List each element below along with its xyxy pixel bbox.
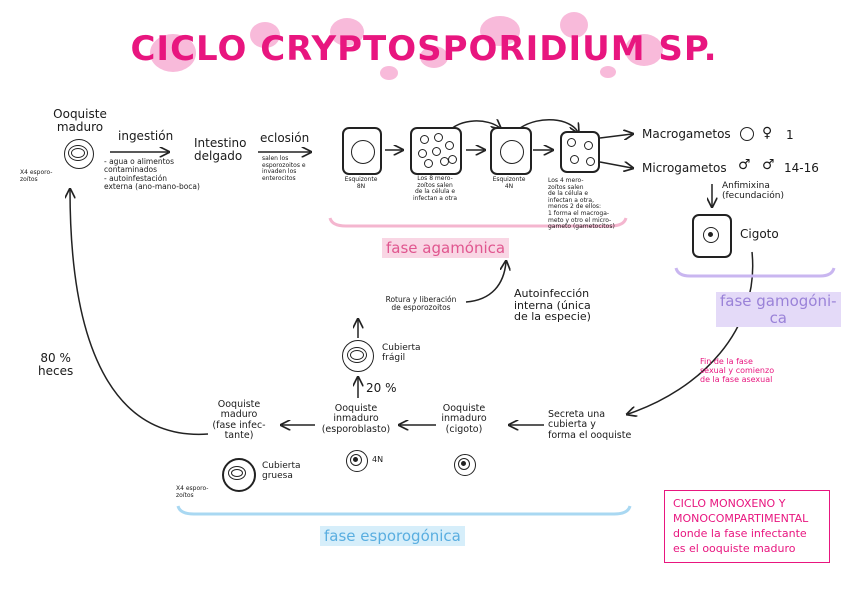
- cigoto-inner: [458, 458, 470, 470]
- agamonic-brace: [328, 217, 628, 228]
- merozoitos-cell: [410, 127, 462, 175]
- merozoito: [432, 147, 441, 156]
- merozoitos-4-label: Los 4 mero- zoítos salen de la célula e …: [548, 177, 615, 231]
- merozoito: [445, 141, 454, 150]
- ooquiste-cigoto-label: Ooquiste inmaduro (cigoto): [441, 403, 487, 435]
- ooquiste-grueso-icon: [222, 458, 256, 492]
- title-splash: [625, 34, 663, 66]
- pct-20: 20 %: [366, 381, 397, 395]
- eclosion-label: eclosión: [260, 131, 310, 145]
- ooquiste-maduro-label: Ooquiste maduro: [53, 107, 107, 134]
- esquizonte-nucleus: [351, 140, 375, 164]
- esquizonte-8n-label: Esquizonte 8N: [344, 176, 378, 190]
- macrogameto-icon: [740, 127, 754, 141]
- ooquiste-maduro-infectante-label: Ooquiste maduro (fase infec- tante): [212, 399, 266, 442]
- ooquiste-fragil-icon: [342, 340, 374, 372]
- fase-gamogonica: fase gamogóni- ca: [716, 292, 841, 327]
- intestino-label: Intestino delgado: [194, 136, 247, 163]
- cubierta-gruesa-label: Cubierta gruesa: [262, 461, 301, 481]
- arrow-macro: [599, 134, 632, 138]
- cigoto-core: [708, 232, 713, 237]
- merozoitos-4-cell: [560, 131, 600, 173]
- sporogonic-brace: [176, 505, 632, 516]
- anfimixina-label: Anfimixina (fecundación): [722, 181, 784, 201]
- sporozoite-ring: [231, 469, 243, 477]
- esporoblasto-inner: [350, 454, 362, 466]
- merozoito: [424, 159, 433, 168]
- page-title: CICLO CRYPTOSPORIDIUM SP.: [130, 29, 718, 69]
- female-symbol: ♀: [762, 125, 773, 141]
- cigoto-cell: [692, 214, 732, 258]
- four-n-label: 4N: [372, 455, 384, 464]
- esquizonte-4n-cell: [490, 127, 532, 175]
- esquizonte-nucleus: [500, 140, 524, 164]
- merozoito: [570, 155, 579, 164]
- esporoblasto-icon: [346, 450, 368, 472]
- merozoito: [434, 133, 443, 142]
- ooquiste-cigoto-icon: [454, 454, 476, 476]
- cubierta-fragil-label: Cubierta frágil: [382, 343, 421, 363]
- ingestion-label: ingestión: [118, 129, 174, 143]
- macro-count: 1: [786, 128, 794, 142]
- x4-esporozoitos-bottom: X4 esporo- zoítos: [176, 485, 209, 499]
- esquizonte-4n-label: Esquizonte 4N: [492, 176, 526, 190]
- arrow-80pct: [70, 190, 209, 435]
- ooquiste-maduro-icon: [64, 139, 94, 169]
- fase-agamonica: fase agamónica: [382, 238, 510, 258]
- arrow-micro: [599, 161, 632, 168]
- title-splash: [600, 66, 616, 78]
- micro-icon: ♂: [738, 157, 751, 173]
- cigoto-label: Cigoto: [740, 227, 779, 241]
- title-splash: [560, 12, 588, 38]
- autoinfeccion-label: Autoinfección interna (única de la espec…: [514, 287, 591, 324]
- esporoblasto-core: [353, 457, 358, 462]
- merozoito: [448, 155, 457, 164]
- micro-count: 14-16: [784, 161, 819, 175]
- sporozoite-ring: [71, 148, 85, 158]
- arrow-autoinfeccion: [465, 262, 506, 303]
- eclosion-desc: salen los esporozoitos e invaden los ent…: [262, 155, 306, 182]
- fin-fase-label: Fin de la fase sexual y comienzo de la f…: [700, 357, 775, 384]
- fase-esporogonica: fase esporogónica: [320, 526, 465, 546]
- title-splash: [150, 34, 196, 72]
- merozoito: [418, 149, 427, 158]
- title-splash: [480, 16, 520, 46]
- macrogametos-label: Macrogametos: [642, 127, 731, 141]
- cigoto-core: [461, 461, 466, 466]
- x4-esporozoitos-top: X4 esporo- zoítos: [20, 169, 53, 183]
- secreta-label: Secreta una cubierta y forma el ooquiste: [548, 409, 632, 441]
- merozoito: [586, 157, 595, 166]
- merozoito: [420, 135, 429, 144]
- cigoto-nucleus: [703, 227, 719, 243]
- microgametos-label: Microgametos: [642, 161, 727, 175]
- title-splash: [330, 18, 364, 46]
- merozoito: [584, 141, 593, 150]
- merozoitos-8-label: Los 8 mero- zoítos salen de la célula e …: [412, 175, 458, 202]
- male-symbol: ♂: [762, 157, 775, 173]
- esquizonte-8n-cell: [342, 127, 382, 175]
- ciclo-note-box: CICLO MONOXENO Y MONOCOMPARTIMENTAL dond…: [664, 490, 830, 564]
- title-splash: [420, 46, 448, 68]
- gamogonic-brace: [674, 267, 836, 278]
- title-splash: [380, 66, 398, 80]
- ingestion-items: - agua o alimentos contaminados - autoin…: [104, 157, 200, 191]
- rotura-label: Rotura y liberación de esporozoitos: [385, 295, 457, 313]
- ooquiste-esporoblasto-label: Ooquiste inmaduro (esporoblasto): [321, 403, 391, 435]
- sporozoite-ring: [350, 350, 364, 360]
- arrow-to-ooquiste: [628, 251, 754, 414]
- pct-80: 80 % heces: [38, 351, 74, 378]
- merozoito: [567, 138, 576, 147]
- arrow-reinfect-2: [519, 118, 578, 132]
- title-splash: [250, 22, 280, 48]
